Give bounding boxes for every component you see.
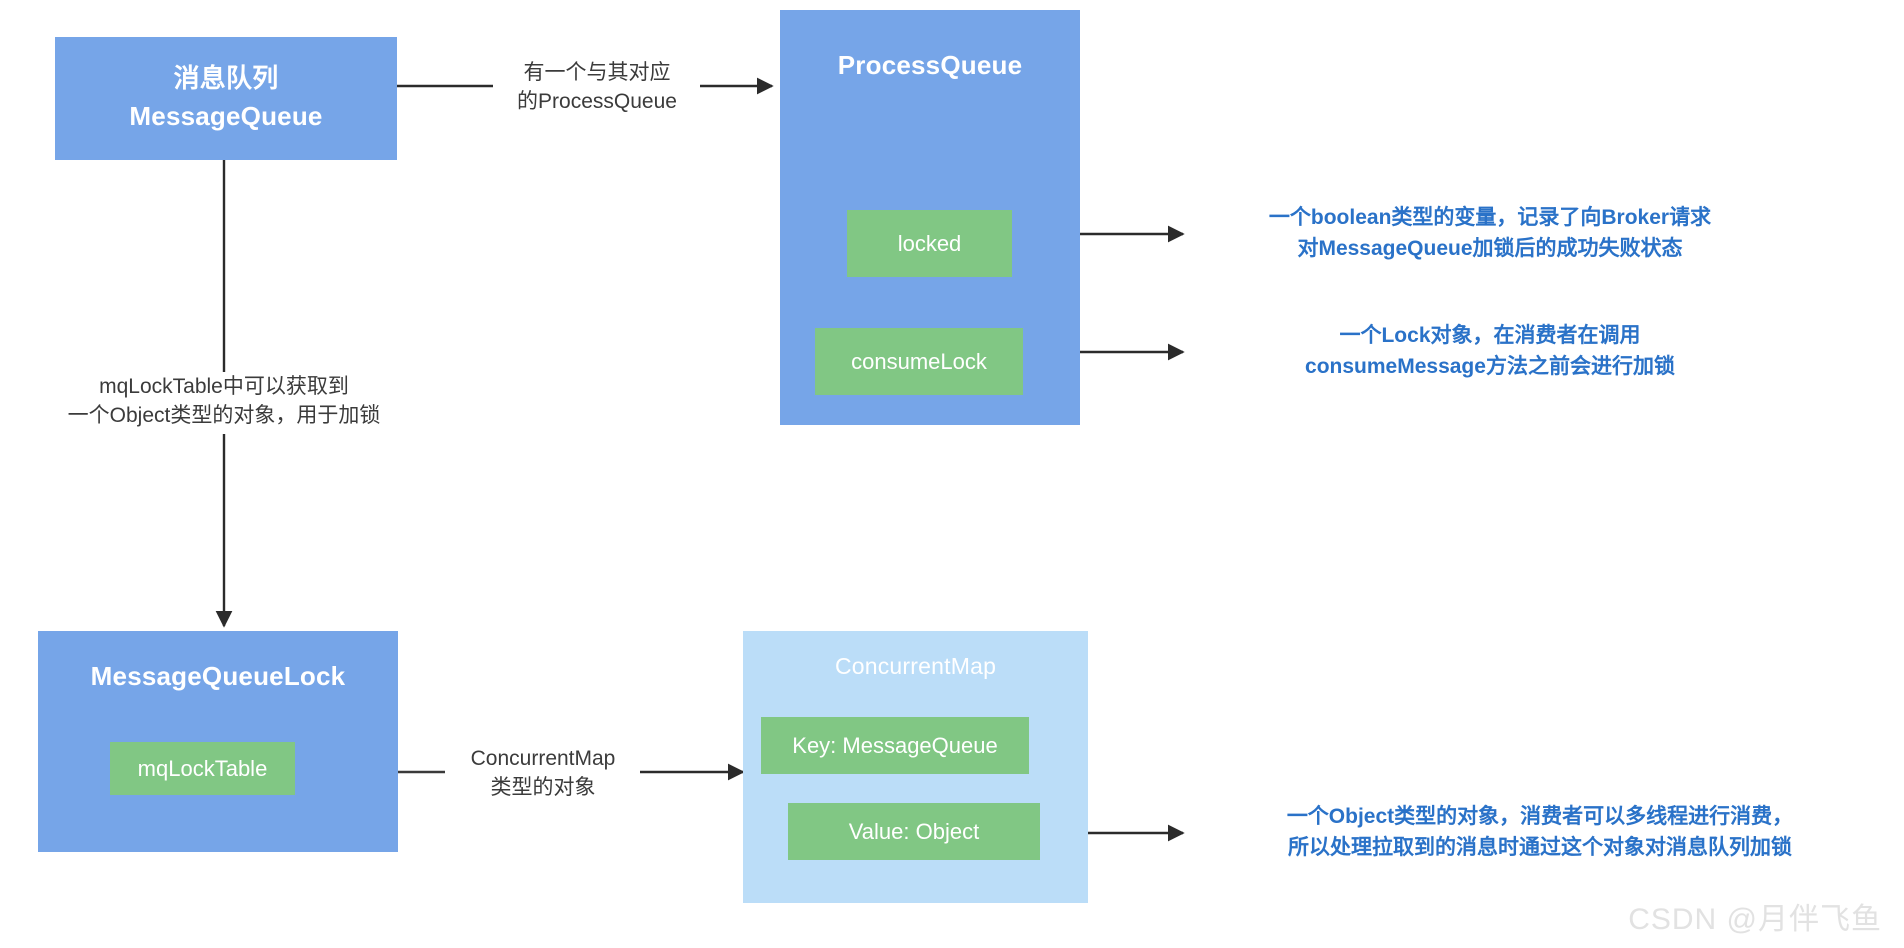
edge-label-mq-to-mqlock-line1: mqLockTable中可以获取到 bbox=[99, 375, 349, 398]
note-locked: 一个boolean类型的变量，记录了向Broker请求 对MessageQueu… bbox=[1190, 202, 1790, 264]
field-key-messagequeue[interactable]: Key: MessageQueue bbox=[761, 717, 1029, 774]
field-key-messagequeue-label: Key: MessageQueue bbox=[792, 732, 998, 758]
field-consumelock[interactable]: consumeLock bbox=[815, 328, 1023, 395]
note-value-object-line2: 所以处理拉取到的消息时通过这个对象对消息队列加锁 bbox=[1288, 836, 1792, 859]
edge-label-mqlocktable-to-map-line1: ConcurrentMap bbox=[470, 747, 616, 770]
field-mqlocktable-label: mqLockTable bbox=[137, 755, 268, 781]
edge-label-mqlocktable-to-map-line2: 类型的对象 bbox=[490, 776, 596, 799]
node-concurrent-map-title-text: ConcurrentMap bbox=[834, 653, 997, 679]
edge-label-mq-to-mqlock-line2: 一个Object类型的对象，用于加锁 bbox=[67, 404, 381, 427]
field-value-object-label: Value: Object bbox=[848, 818, 980, 844]
csdn-watermark: CSDN @月伴飞鱼 bbox=[1628, 903, 1882, 936]
note-locked-line2: 对MessageQueue加锁后的成功失败状态 bbox=[1297, 237, 1683, 260]
note-value-object: 一个Object类型的对象，消费者可以多线程进行消费， 所以处理拉取到的消息时通… bbox=[1200, 801, 1880, 863]
node-message-queue-title-en: MessageQueue bbox=[129, 101, 323, 131]
node-message-queue-title-cn: 消息队列 bbox=[173, 63, 279, 93]
field-consumelock-label: consumeLock bbox=[851, 348, 987, 374]
edge-label-mq-to-processqueue: 有一个与其对应 的ProcessQueue bbox=[493, 58, 701, 116]
note-consumelock-line1: 一个Lock对象，在消费者在调用 bbox=[1339, 324, 1641, 347]
edge-label-mqlocktable-to-map: ConcurrentMap 类型的对象 bbox=[445, 744, 641, 802]
edge-label-mq-to-processqueue-line2: 的ProcessQueue bbox=[517, 90, 677, 113]
node-message-queue[interactable]: 消息队列 MessageQueue bbox=[55, 37, 397, 160]
note-consumelock: 一个Lock对象，在消费者在调用 consumeMessage方法之前会进行加锁 bbox=[1240, 320, 1740, 382]
field-value-object[interactable]: Value: Object bbox=[788, 803, 1040, 860]
node-process-queue-title: ProcessQueue bbox=[780, 48, 1080, 82]
node-concurrent-map-title: ConcurrentMap bbox=[743, 651, 1088, 681]
edge-label-mq-to-processqueue-line1: 有一个与其对应 bbox=[523, 61, 671, 84]
edge-label-mq-to-mqlock: mqLockTable中可以获取到 一个Object类型的对象，用于加锁 bbox=[24, 372, 424, 430]
field-locked[interactable]: locked bbox=[847, 210, 1012, 277]
node-message-queue-lock[interactable]: MessageQueueLock mqLockTable bbox=[38, 631, 398, 852]
node-message-queue-lock-title: MessageQueueLock bbox=[38, 659, 398, 693]
note-value-object-line1: 一个Object类型的对象，消费者可以多线程进行消费， bbox=[1286, 805, 1794, 828]
node-process-queue-title-text: ProcessQueue bbox=[837, 50, 1023, 80]
node-message-queue-title: 消息队列 MessageQueue bbox=[55, 59, 397, 135]
node-message-queue-lock-title-text: MessageQueueLock bbox=[90, 661, 346, 691]
node-process-queue[interactable]: ProcessQueue locked consumeLock bbox=[780, 10, 1080, 425]
note-locked-line1: 一个boolean类型的变量，记录了向Broker请求 bbox=[1268, 206, 1712, 229]
node-concurrent-map[interactable]: ConcurrentMap Key: MessageQueue Value: O… bbox=[743, 631, 1088, 903]
note-consumelock-line2: consumeMessage方法之前会进行加锁 bbox=[1305, 355, 1675, 378]
field-locked-label: locked bbox=[897, 230, 962, 256]
field-mqlocktable[interactable]: mqLockTable bbox=[110, 742, 295, 795]
